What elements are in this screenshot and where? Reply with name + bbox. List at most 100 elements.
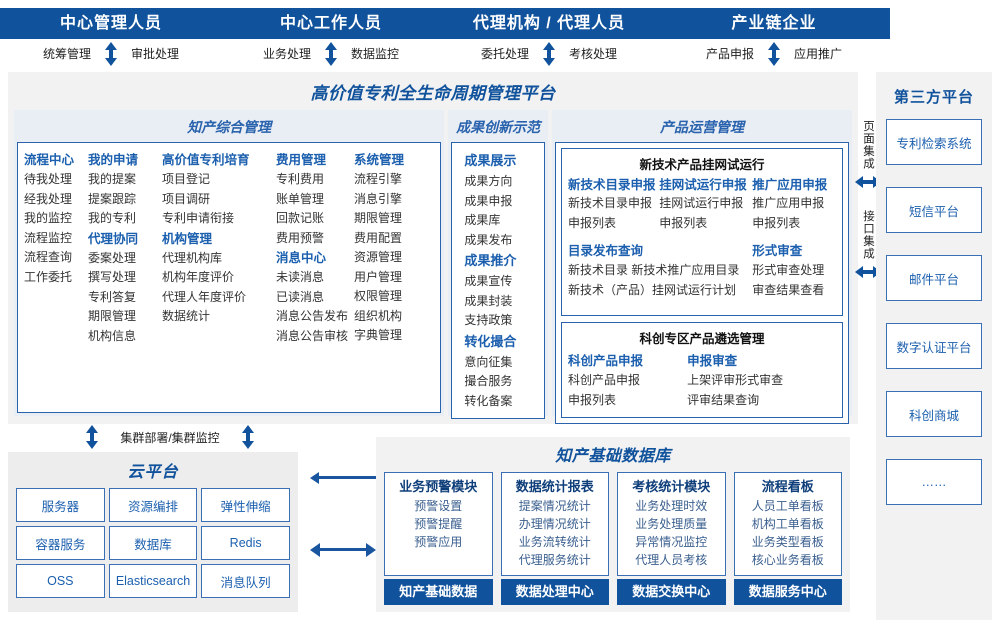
menu-item[interactable]: 项目登记	[162, 172, 211, 186]
menu-item[interactable]: 提案跟踪	[88, 191, 137, 206]
menu-item[interactable]: 消息引擎	[354, 191, 403, 206]
category-label[interactable]: 形式审查	[752, 244, 803, 258]
category-label[interactable]: 成果推介	[464, 253, 517, 268]
kdb-footer-base-data[interactable]: 知产基础数据	[384, 579, 493, 605]
menu-item[interactable]: 科创产品申报	[568, 373, 641, 387]
menu-item[interactable]: 期限管理	[354, 211, 403, 225]
menu-item[interactable]: 资源管理	[354, 250, 403, 264]
role-title[interactable]: 产业链企业	[658, 8, 890, 39]
category-label[interactable]: 我的申请	[88, 153, 139, 167]
category-label[interactable]: 新技术目录申报	[568, 178, 656, 192]
menu-item[interactable]: 数据统计	[162, 309, 211, 323]
menu-item[interactable]: 撰写处理	[88, 270, 137, 284]
menu-item[interactable]: 成果发布	[464, 232, 513, 247]
category-label[interactable]: 目录发布查询	[568, 244, 644, 258]
kdb-item[interactable]: 预警设置	[414, 499, 463, 513]
menu-item[interactable]: 成果方向	[464, 174, 513, 188]
menu-item[interactable]: 流程查询	[24, 250, 73, 264]
menu-item[interactable]: 专利答复	[88, 289, 137, 304]
role-title[interactable]: 中心工作人员	[222, 8, 440, 39]
menu-item[interactable]: 费用预警	[276, 230, 325, 245]
menu-item[interactable]: 形式审查处理	[752, 263, 825, 277]
cloud-cell-container[interactable]: 容器服务	[16, 526, 105, 560]
cloud-cell-redis[interactable]: Redis	[201, 526, 290, 560]
category-label[interactable]: 申报审查	[687, 354, 738, 368]
menu-item[interactable]: 转化备案	[464, 393, 513, 408]
menu-item[interactable]: 流程引擎	[354, 172, 403, 186]
kdb-footer-processing-center[interactable]: 数据处理中心	[500, 579, 609, 605]
menu-item[interactable]: 消息公告审核	[276, 328, 349, 343]
category-label[interactable]: 成果展示	[464, 153, 517, 168]
menu-item[interactable]: 申报列表	[568, 392, 617, 407]
kdb-item[interactable]: 预警提醒	[414, 517, 463, 531]
menu-item[interactable]: 支持政策	[464, 313, 513, 327]
cloud-cell-mq[interactable]: 消息队列	[201, 564, 290, 598]
role-title[interactable]: 代理机构 / 代理人员	[440, 8, 658, 39]
menu-item[interactable]: 成果库	[464, 213, 501, 227]
menu-item[interactable]: 流程监控	[24, 230, 73, 245]
kdb-item[interactable]: 代理人员考核	[635, 553, 708, 567]
third-party-item-email[interactable]: 邮件平台	[886, 255, 982, 301]
third-party-item-digital-cert[interactable]: 数字认证平台	[886, 323, 982, 369]
category-label[interactable]: 费用管理	[276, 153, 327, 167]
menu-item[interactable]: 消息公告发布	[276, 309, 349, 323]
menu-item[interactable]: 专利申请衔接	[162, 211, 235, 225]
menu-item[interactable]: 机构信息	[88, 328, 137, 343]
menu-item[interactable]: 申报列表	[568, 215, 617, 230]
menu-item[interactable]: 期限管理	[88, 309, 137, 323]
menu-item[interactable]: 组织机构	[354, 308, 403, 323]
menu-item[interactable]: 已读消息	[276, 289, 325, 304]
kdb-footer-exchange-center[interactable]: 数据交换中心	[617, 579, 726, 605]
third-party-item-patent-search[interactable]: 专利检索系统	[886, 119, 982, 165]
kdb-item[interactable]: 办理情况统计	[518, 517, 591, 531]
menu-item[interactable]: 专利费用	[276, 172, 325, 186]
menu-item[interactable]: 字典管理	[354, 328, 403, 342]
kdb-item[interactable]: 异常情况监控	[635, 535, 708, 549]
menu-item[interactable]: 代理机构库	[162, 250, 223, 265]
menu-item[interactable]: 我的提案	[88, 172, 137, 186]
kdb-footer-service-center[interactable]: 数据服务中心	[733, 579, 842, 605]
third-party-item-sms[interactable]: 短信平台	[886, 187, 982, 233]
kdb-item[interactable]: 业务处理时效	[635, 499, 708, 513]
cloud-cell-autoscaling[interactable]: 弹性伸缩	[201, 488, 290, 522]
menu-item[interactable]: 项目调研	[162, 191, 211, 206]
kdb-item[interactable]: 提案情况统计	[518, 499, 591, 513]
menu-item[interactable]: 机构年度评价	[162, 270, 235, 284]
menu-item[interactable]: 成果申报	[464, 193, 513, 208]
menu-item[interactable]: 待我处理	[24, 172, 73, 186]
menu-item[interactable]: 用户管理	[354, 269, 403, 284]
category-label[interactable]: 代理协同	[88, 231, 139, 246]
kdb-item[interactable]: 代理服务统计	[518, 553, 591, 567]
menu-item[interactable]: 撮合服务	[464, 374, 513, 388]
menu-item[interactable]: 新技术目录 新技术推广应用目录	[568, 263, 740, 277]
role-title[interactable]: 中心管理人员	[0, 8, 222, 39]
menu-item[interactable]: 费用配置	[354, 230, 403, 245]
cloud-cell-server[interactable]: 服务器	[16, 488, 105, 522]
kdb-item[interactable]: 机构工单看板	[751, 517, 824, 531]
category-label[interactable]: 推广应用申报	[752, 178, 828, 192]
menu-item[interactable]: 意向征集	[464, 354, 513, 369]
menu-item[interactable]: 成果宣传	[464, 274, 513, 288]
kdb-item[interactable]: 业务处理质量	[635, 517, 708, 531]
menu-item[interactable]: 挂网试运行申报	[659, 196, 744, 210]
menu-item[interactable]: 我的专利	[88, 211, 137, 225]
cloud-cell-orchestration[interactable]: 资源编排	[108, 488, 198, 522]
menu-item[interactable]: 审查结果查看	[752, 282, 825, 297]
category-label[interactable]: 科创产品申报	[568, 354, 644, 368]
cloud-cell-database[interactable]: 数据库	[108, 526, 198, 560]
category-label[interactable]: 挂网试运行申报	[659, 178, 747, 192]
menu-item[interactable]: 成果封装	[464, 293, 513, 308]
menu-item[interactable]: 上架评审形式审查	[687, 373, 784, 387]
menu-item[interactable]: 新技术目录申报	[568, 196, 653, 210]
kdb-item[interactable]: 业务类型看板	[751, 535, 824, 549]
menu-item[interactable]: 回款记账	[276, 211, 325, 225]
category-label[interactable]: 机构管理	[162, 231, 213, 246]
category-label[interactable]: 系统管理	[354, 153, 405, 167]
menu-item[interactable]: 经我处理	[24, 191, 73, 206]
kdb-item[interactable]: 预警应用	[414, 535, 463, 549]
kdb-item[interactable]: 业务流转统计	[518, 535, 591, 549]
category-label[interactable]: 转化撮合	[464, 333, 517, 349]
menu-item[interactable]: 工作委托	[24, 269, 73, 284]
category-label[interactable]: 高价值专利培育	[162, 153, 250, 167]
menu-item[interactable]: 推广应用申报	[752, 196, 825, 210]
